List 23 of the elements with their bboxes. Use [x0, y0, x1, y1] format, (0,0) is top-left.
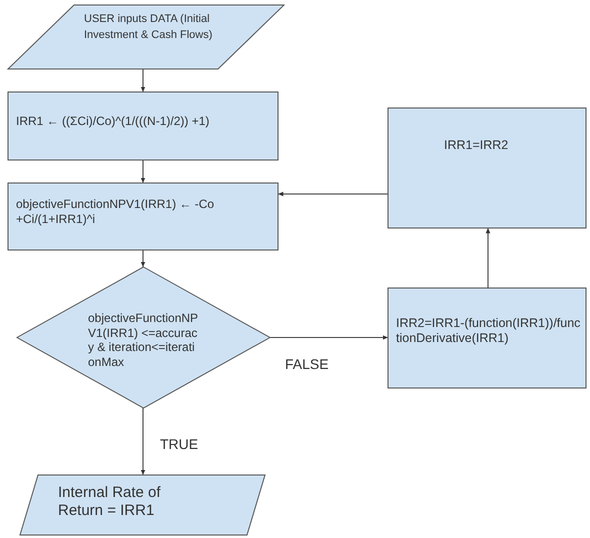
node-label: Internal Rate of Return = IRR1	[58, 484, 162, 520]
node-label: IRR1=IRR2	[444, 138, 510, 153]
arrow	[278, 192, 388, 196]
arrow	[270, 335, 388, 340]
arrow	[140, 250, 146, 268]
arrow	[140, 160, 146, 184]
arrow	[140, 408, 146, 476]
node-label: objectiveFunctionNPV1(IRR1) ← -Co +Ci/(1+IRR1)^i	[16, 197, 216, 227]
process-box	[388, 288, 586, 388]
edge-label: TRUE	[160, 436, 198, 452]
arrow	[140, 68, 146, 92]
input-parallelogram	[8, 5, 284, 69]
decision-diamond	[17, 267, 270, 408]
process-box	[8, 92, 278, 160]
node-label: IRR1 ← ((ΣCi)/Co)^(1/(((N-1)/2)) +1)	[16, 113, 210, 130]
node-label: objectiveFunctionNPV1(IRR1) <=accuracy & iteration<=iterationMax	[88, 311, 200, 369]
process-box	[8, 183, 278, 250]
node-label: USER inputs DATA (Initial Investment & Cash Flows)	[84, 12, 214, 43]
edge-label: FALSE	[285, 356, 329, 372]
process-box	[388, 108, 586, 228]
output-parallelogram	[20, 475, 265, 535]
arrow	[486, 228, 490, 288]
node-label: IRR2=IRR1-(function(IRR1))/functionDerivative(IRR1)	[396, 316, 582, 346]
